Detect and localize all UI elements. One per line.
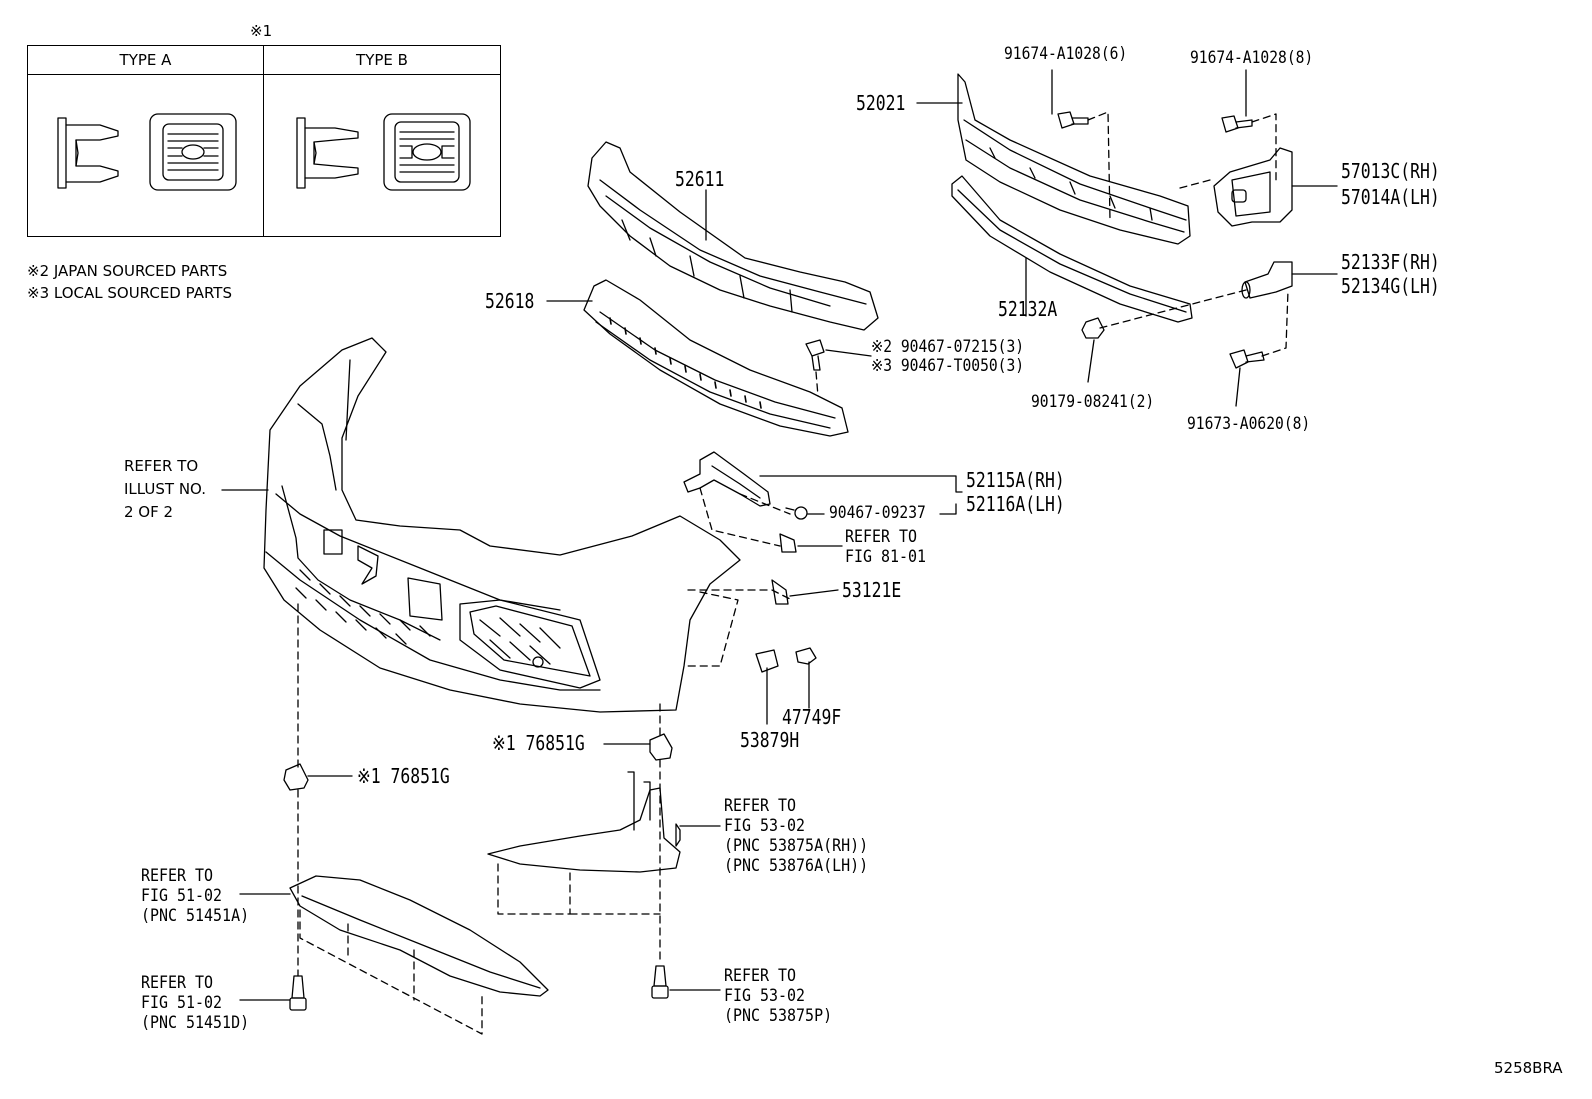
- clip-53121e-drawing: [771, 579, 789, 605]
- clip-type-legend: TYPE A TYPE B: [27, 45, 501, 237]
- retainer-76851g-b-drawing: [283, 763, 309, 791]
- ref-line: 2 OF 2: [124, 503, 174, 521]
- part-90467-t0050[interactable]: ※3 90467-T0050(3): [871, 356, 1025, 376]
- part-52134g-lh[interactable]: 52134G(LH): [1341, 274, 1440, 298]
- lower-reinforcement-drawing: [951, 175, 1193, 323]
- ref-fig-51-02-51451a[interactable]: REFER TO FIG 51-02 (PNC 51451A): [141, 866, 249, 926]
- legend-type-b-column: TYPE B: [264, 46, 500, 236]
- ref-fig-53-02-53875p[interactable]: REFER TO FIG 53-02 (PNC 53875P): [724, 966, 832, 1026]
- ref-line: FIG 53-02: [724, 986, 806, 1006]
- ref-line: FIG 53-02: [724, 816, 806, 836]
- clip-type-a-side-icon: [57, 117, 119, 189]
- ref-line: (PNC 51451D): [141, 1013, 250, 1033]
- part-52115a-rh[interactable]: 52115A(RH): [966, 468, 1065, 492]
- bumper-cover-drawing: [263, 337, 741, 713]
- retainer-76851g-a-drawing: [649, 733, 673, 761]
- part-52133f-rh[interactable]: 52133F(RH): [1341, 250, 1440, 274]
- ref-fig-53-02-covers[interactable]: REFER TO FIG 53-02 (PNC 53875A(RH)) (PNC…: [724, 796, 868, 876]
- part-57014a-lh[interactable]: 57014A(LH): [1341, 185, 1440, 209]
- clip-47749f-drawing: [795, 647, 817, 665]
- part-52116a-lh[interactable]: 52116A(LH): [966, 492, 1065, 516]
- bolt-91673-drawing: [1229, 349, 1265, 369]
- bumper-reinforcement-drawing: [957, 73, 1191, 245]
- screw-51451d-drawing: [289, 975, 307, 1011]
- part-57013c-rh[interactable]: 57013C(RH): [1341, 159, 1440, 183]
- ref-line: (PNC 51451A): [141, 906, 250, 926]
- ref-illust-2-of-2[interactable]: REFER TO ILLUST NO. 2 OF 2: [124, 455, 206, 524]
- part-53879h[interactable]: 53879H: [740, 728, 800, 752]
- ref-fig-81-01[interactable]: REFER TO FIG 81-01: [845, 527, 926, 567]
- ref-line: FIG 51-02: [141, 886, 223, 906]
- note-local-sourced: ※3 LOCAL SOURCED PARTS: [27, 284, 232, 302]
- bolt-91674-6-drawing: [1057, 111, 1089, 129]
- part-91674-a1028-8[interactable]: 91674-A1028(8): [1190, 48, 1314, 68]
- bolt-91674-8-drawing: [1221, 115, 1253, 133]
- ref-line: FIG 51-02: [141, 993, 223, 1013]
- illustration-code: 5258BRA: [1494, 1059, 1563, 1077]
- ref-line: REFER TO: [724, 796, 797, 816]
- ref-line: REFER TO: [724, 966, 797, 986]
- ref-line: (PNC 53875A(RH)): [724, 836, 869, 856]
- part-52611[interactable]: 52611: [675, 167, 725, 191]
- ref-line: ILLUST NO.: [124, 480, 207, 498]
- ref-line: (PNC 53875P): [724, 1006, 833, 1026]
- support-bracket-drawing: [1213, 147, 1293, 227]
- ref-line: REFER TO: [141, 866, 214, 886]
- legend-type-b-label: TYPE B: [264, 46, 500, 75]
- legend-type-a-column: TYPE A: [28, 46, 264, 236]
- clip-type-a-top-icon: [149, 113, 237, 191]
- legend-footnote-mark: ※1: [250, 22, 273, 40]
- nut-90179-drawing: [1081, 317, 1105, 339]
- part-47749f[interactable]: 47749F: [782, 705, 842, 729]
- ref-line: REFER TO: [845, 527, 918, 547]
- side-under-cover-drawing: [487, 771, 681, 873]
- engine-under-cover-drawing: [289, 875, 549, 997]
- screw-90467-09237-drawing: [785, 506, 808, 520]
- leader-lines: [221, 69, 1338, 1001]
- clip-type-b-side-icon: [296, 117, 359, 189]
- screw-53875p-drawing: [651, 965, 669, 999]
- clip-type-b-top-icon: [383, 113, 471, 191]
- part-76851g-upper[interactable]: ※1 76851G: [492, 731, 585, 755]
- ref-fig-51-02-51451d[interactable]: REFER TO FIG 51-02 (PNC 51451D): [141, 973, 249, 1033]
- crash-box-drawing: [1241, 261, 1293, 299]
- part-90467-09237[interactable]: 90467-09237: [829, 503, 926, 523]
- note-japan-sourced: ※2 JAPAN SOURCED PARTS: [27, 262, 228, 280]
- ref-line: (PNC 53876A(LH)): [724, 856, 869, 876]
- part-52021[interactable]: 52021: [856, 91, 906, 115]
- part-90467-07215[interactable]: ※2 90467-07215(3): [871, 337, 1025, 357]
- part-52618[interactable]: 52618: [485, 289, 535, 313]
- lower-absorber-drawing: [583, 279, 849, 437]
- ref-line: FIG 81-01: [845, 547, 927, 567]
- part-91674-a1028-6[interactable]: 91674-A1028(6): [1004, 44, 1128, 64]
- ref-line: REFER TO: [124, 457, 199, 475]
- part-91673-a0620[interactable]: 91673-A0620(8): [1187, 414, 1311, 434]
- part-53121e[interactable]: 53121E: [842, 578, 902, 602]
- clip-90467-07215-drawing: [805, 339, 825, 371]
- dashed-connectors: [297, 111, 1289, 1035]
- ref-line: REFER TO: [141, 973, 214, 993]
- legend-type-a-label: TYPE A: [28, 46, 263, 75]
- part-90179-08241[interactable]: 90179-08241(2): [1031, 392, 1155, 412]
- part-76851g-lower[interactable]: ※1 76851G: [357, 764, 450, 788]
- clip-53879h-drawing: [755, 649, 779, 673]
- energy-absorber-drawing: [587, 141, 879, 331]
- part-52132a[interactable]: 52132A: [998, 297, 1058, 321]
- side-retainer-drawing: [683, 451, 771, 507]
- screw-fig8101-drawing: [779, 533, 797, 553]
